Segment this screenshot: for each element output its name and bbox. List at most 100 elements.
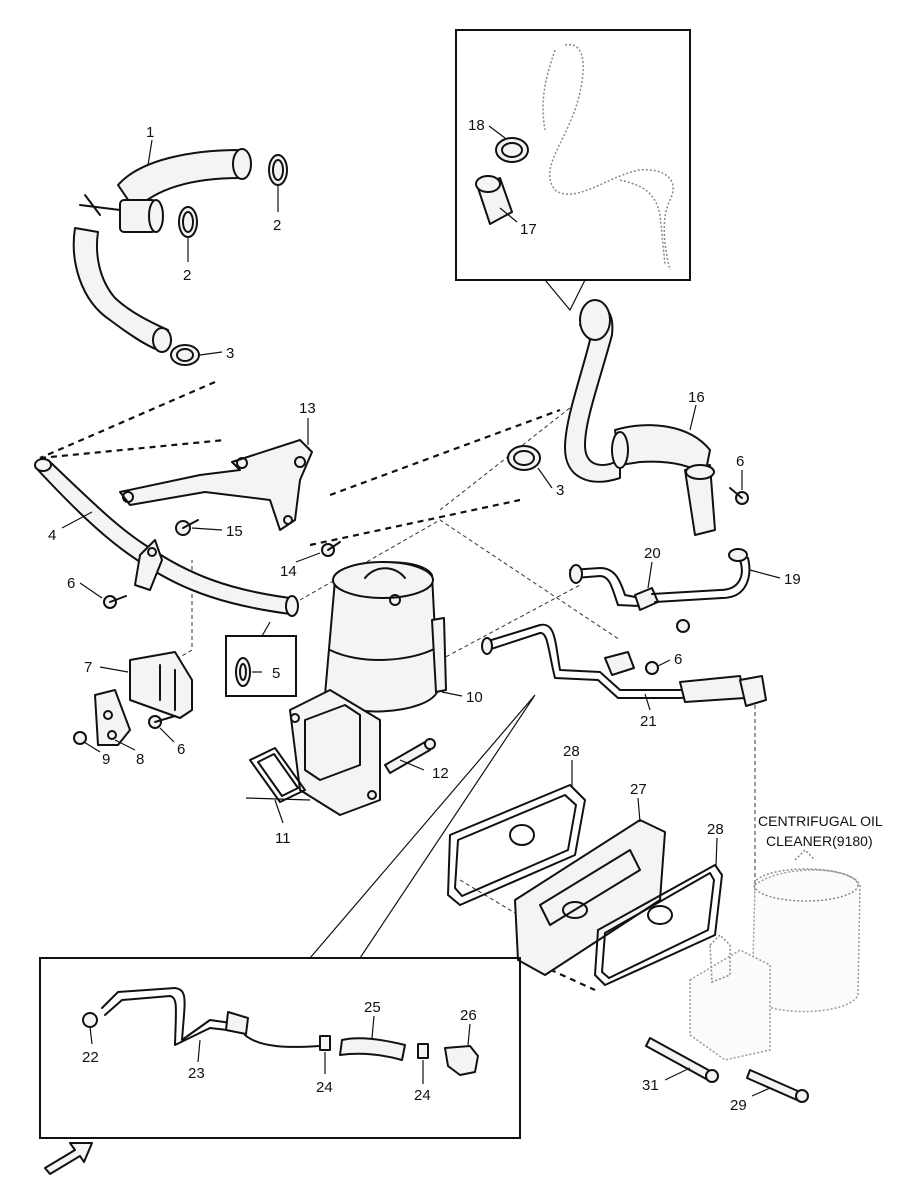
leader-6a: [79, 582, 103, 599]
hose-clamp-3-right: [507, 445, 541, 471]
hose-clamp-18-inner: [501, 142, 523, 158]
pipe-21-b: [487, 632, 741, 699]
bolt-6-bracket-shank: [154, 715, 176, 723]
dash-gasket-to-cooler: [459, 879, 561, 941]
bracket-7-rib: [159, 664, 176, 711]
filter-housing-bolt-2: [367, 790, 377, 800]
bracket-13-hole-1: [236, 457, 248, 469]
clamp-24-left: [319, 1035, 331, 1051]
leader-31: [664, 1067, 691, 1081]
filter-10-top-detail: [364, 567, 406, 579]
leader-25: [371, 1015, 375, 1039]
leader-19: [749, 569, 781, 579]
inset-ghost-hose: [549, 44, 674, 271]
pipe-20-end: [569, 564, 583, 584]
callout-14: 14: [280, 563, 297, 580]
coolant-filter-10: [245, 561, 447, 816]
pipe-21-end: [481, 637, 493, 655]
plate-8-hole-1: [103, 710, 113, 720]
nut-9: [73, 731, 87, 745]
hose-16-elbow: [614, 424, 711, 476]
callout-5: 5: [272, 665, 280, 682]
leader-9: [83, 741, 101, 753]
cooler-plate-27-port: [562, 901, 588, 919]
callout-18: 18: [468, 117, 485, 134]
filter-housing-opening: [304, 704, 361, 781]
pipe-21: [484, 623, 741, 691]
leader-16: [689, 404, 697, 431]
leader-18: [488, 125, 506, 139]
callout-13: 13: [299, 400, 316, 417]
leader-1: [147, 139, 153, 166]
bracket-13-body: [119, 439, 313, 531]
pipe-20-upper: [569, 567, 641, 599]
pipe-4-mount-hole: [147, 547, 157, 557]
oil-cleaner-base: [689, 949, 771, 1061]
dash-hose-to-pipe: [39, 380, 216, 460]
coolant-hose-assembly-1: [72, 148, 288, 366]
dash-mid: [309, 498, 521, 547]
callout-11: 11: [275, 830, 291, 847]
o-ring-5: [235, 657, 251, 687]
leader-21: [644, 693, 651, 711]
bolt-6-mid: [676, 619, 690, 633]
callout-1: 1: [146, 124, 154, 141]
callout-23: 23: [188, 1065, 205, 1082]
callout-8: 8: [136, 751, 144, 768]
hose-1-upper-end: [232, 148, 252, 180]
callout-6-left: 6: [67, 575, 75, 592]
hose-clamp-2-upper: [268, 154, 288, 186]
hose-1-lower: [72, 227, 169, 351]
gasket-28-left-port: [509, 824, 535, 846]
dash-filter-to-hose-16: [439, 399, 581, 511]
inset-bottom-frame: [39, 957, 521, 1139]
direction-arrow-shape: [44, 1142, 93, 1175]
hose-1-lower-end: [152, 327, 172, 353]
pipe-21-hose: [679, 675, 746, 703]
clamp-24-right: [417, 1043, 429, 1059]
inset-bottom-pointer: [309, 694, 536, 959]
bracket-13-hole-3: [122, 491, 134, 503]
pipe-20-upper-b: [574, 575, 641, 607]
callout-22: 22: [82, 1049, 99, 1066]
hose-clamp-2-upper-inner: [272, 159, 284, 181]
callout-3-left: 3: [226, 345, 234, 362]
gasket-28-right-port: [647, 905, 673, 925]
leader-6d: [657, 659, 671, 667]
leader-23: [197, 1039, 201, 1063]
oil-cleaner-bowl: [751, 869, 861, 1013]
leader-20: [647, 561, 653, 589]
callout-6-bracket: 6: [177, 741, 185, 758]
seal-5-detail: [225, 621, 297, 697]
callout-24-right: 24: [414, 1087, 431, 1104]
pipe-23: [101, 987, 246, 1041]
leader-3a: [199, 351, 223, 356]
filter-10-top: [332, 561, 434, 599]
pipe-21-connector: [739, 675, 767, 707]
leader-28b: [715, 837, 718, 867]
hose-sleeve-17-end: [475, 175, 501, 193]
plate-8-hole-2: [107, 730, 117, 740]
direction-arrow: [44, 1142, 93, 1175]
o-ring-5-inner: [239, 663, 247, 681]
pipe-23-tail: [244, 1034, 321, 1048]
callout-17: 17: [520, 221, 537, 238]
seal-5-pointer: [261, 621, 271, 637]
callout-27: 27: [630, 781, 647, 798]
hose-clamp-3-left: [170, 344, 200, 366]
callout-26: 26: [460, 1007, 477, 1024]
bolt-6-left-shank: [109, 595, 127, 603]
coolant-pipe-4: [34, 458, 299, 617]
callout-labels: 1 2 2 3 3 4 5 6 6 6 6 7 8 9 10 11 12 13 …: [48, 117, 801, 1114]
filter-housing-bolt-1: [290, 713, 300, 723]
callout-9: 9: [102, 751, 110, 768]
hose-16-clamp: [611, 431, 629, 469]
pipe-19: [651, 559, 743, 595]
leader-22: [89, 1026, 93, 1045]
bolt-29-head: [795, 1089, 809, 1103]
filter-10-band: [329, 647, 437, 661]
pipe-4-outlet: [285, 595, 299, 617]
hose-1-bracket: [79, 194, 121, 216]
dash-bracket-right: [329, 408, 561, 497]
